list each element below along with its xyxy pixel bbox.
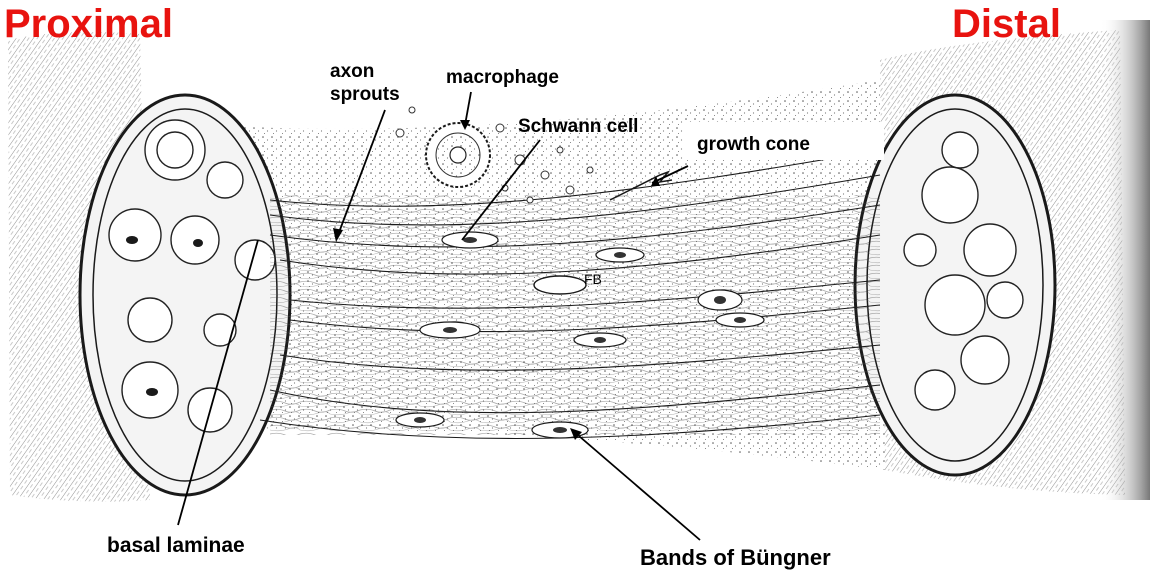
title-distal: Distal [952,4,1061,44]
label-bands-of-bungner: Bands of Büngner [640,546,831,569]
label-growth-cone: growth cone [697,133,810,156]
fiber-texture-overlay [270,195,880,435]
proximal-nerve-stump [80,95,290,495]
label-macrophage: macrophage [446,66,559,89]
label-axon-sprouts-line1: axon [330,61,374,82]
label-schwann-cell: Schwann cell [518,115,638,138]
page-shadow-edge [1100,20,1150,500]
label-basal-laminae: basal laminae [107,534,245,557]
macrophage-cell [426,123,490,187]
fibroblast-cell [534,276,586,294]
distal-nerve-stump [855,95,1055,475]
label-axon-sprouts-line2: sprouts [330,84,400,105]
label-axon-sprouts: axon sprouts [330,60,400,106]
title-proximal: Proximal [4,4,173,44]
label-fibroblast: FB [584,268,602,291]
